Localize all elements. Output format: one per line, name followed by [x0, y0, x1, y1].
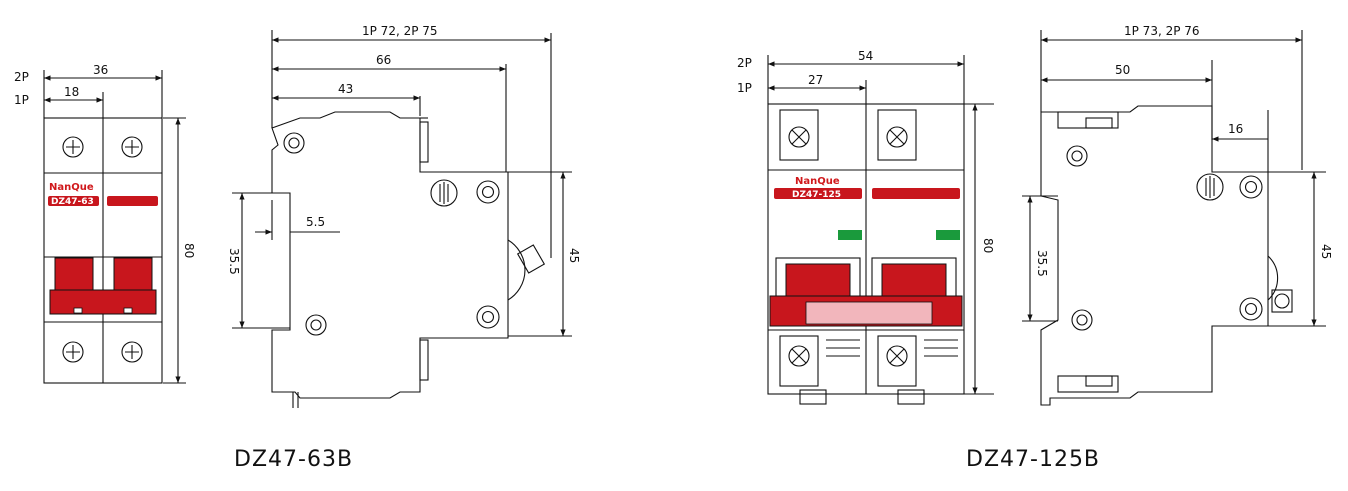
dz47-63-side-view — [232, 30, 572, 408]
dz47-63-dim-35-5: 35.5 — [227, 248, 241, 275]
dz47-125-dim-50: 50 — [1115, 63, 1130, 77]
dz47-125-label-2p: 2P — [737, 56, 752, 70]
dz47-125-side-view — [1022, 30, 1326, 406]
dz47-125-dim-height: 80 — [981, 238, 995, 253]
dz47-125-model-label: DZ47-125 — [792, 190, 841, 200]
dz47-63-label-2p: 2P — [14, 70, 29, 84]
dz47-63-dim-1p-width: 18 — [64, 85, 79, 99]
dz47-63-model-label: DZ47-63 — [51, 197, 94, 207]
dz47-63-dim-5-5: 5.5 — [306, 215, 325, 229]
dz47-125-dim-16: 16 — [1228, 122, 1243, 136]
dz47-125-dim-2p-width: 54 — [858, 49, 873, 63]
dz47-125-dim-total-depth: 1P 73, 2P 76 — [1124, 24, 1200, 38]
dz47-63-handles — [48, 196, 158, 315]
dz47-63-brand-label: NanQue — [49, 182, 94, 193]
dz47-63-dim-total-depth: 1P 72, 2P 75 — [362, 24, 438, 38]
dz47-63-dim-66: 66 — [376, 53, 391, 67]
dz47-125-dim-45: 45 — [1319, 244, 1333, 259]
dz47-125-handles — [769, 188, 963, 327]
dz47-63b-caption: DZ47-63B — [234, 447, 353, 472]
dz47-125b-caption: DZ47-125B — [966, 447, 1100, 472]
dz47-125-dim-1p-width: 27 — [808, 73, 823, 87]
dz47-63-dim-45: 45 — [567, 248, 581, 263]
dz47-125-brand-label: NanQue — [795, 176, 840, 187]
dz47-63-front-view — [43, 70, 186, 384]
dz47-125-dim-35-5: 35.5 — [1035, 250, 1049, 277]
dz47-63-label-1p: 1P — [14, 93, 29, 107]
dz47-63-dim-2p-width: 36 — [93, 63, 108, 77]
dz47-63-dim-height: 80 — [182, 243, 196, 258]
dz47-125-front-view — [767, 55, 994, 405]
dz47-125-label-1p: 1P — [737, 81, 752, 95]
dz47-63-dim-43: 43 — [338, 82, 353, 96]
